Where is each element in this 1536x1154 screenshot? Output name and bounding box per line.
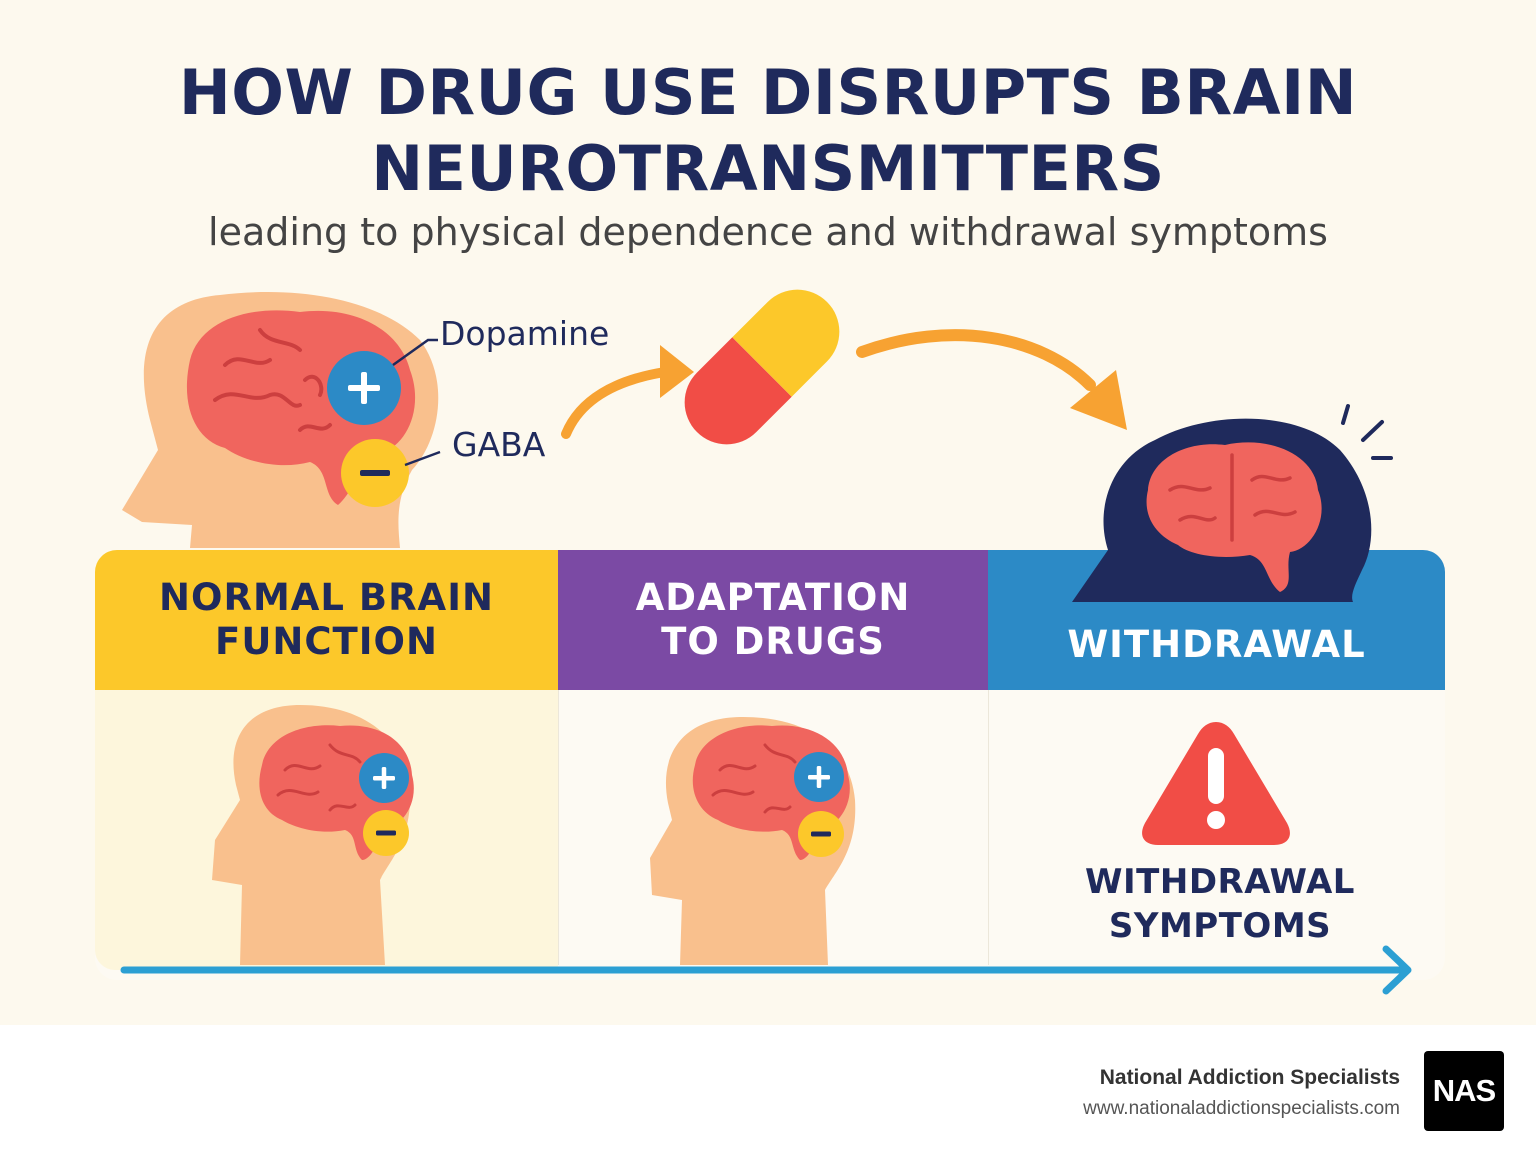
title-line-1: HOW DRUG USE DISRUPTS BRAIN: [178, 56, 1358, 129]
withdrawal-symptoms-label: WITHDRAWAL SYMPTOMS: [1000, 860, 1440, 948]
plus-icon: [327, 351, 401, 425]
symptoms-line-1: WITHDRAWAL: [1085, 862, 1355, 902]
column-divider: [558, 690, 559, 965]
stage-adaptation-to-drugs: ADAPTATION TO DRUGS: [558, 550, 988, 690]
stage-2-line-1: ADAPTATION: [635, 576, 911, 619]
stage-1-line-1: NORMAL BRAIN: [159, 576, 494, 619]
arrow-icon: [561, 345, 694, 439]
org-name: National Addiction Specialists: [1099, 1066, 1400, 1089]
footer: [0, 1025, 1536, 1154]
warning-icon: [1142, 722, 1290, 845]
plus-icon: [794, 752, 844, 802]
brain-icon: [1146, 442, 1322, 592]
dopamine-label: Dopamine: [440, 314, 610, 353]
column-divider: [988, 690, 989, 965]
minus-icon: [341, 439, 409, 507]
symptoms-line-2: SYMPTOMS: [1108, 906, 1332, 946]
illustrations: [120, 289, 1412, 995]
dopamine-connector: [392, 338, 438, 367]
minus-icon: [798, 811, 844, 857]
stage-1-line-2: FUNCTION: [215, 620, 438, 663]
plus-icon: [359, 753, 409, 803]
title-line-2: NEUROTRANSMITTERS: [371, 132, 1165, 205]
page-subtitle: leading to physical dependence and withd…: [208, 210, 1328, 254]
stage-2-line-2: TO DRUGS: [661, 620, 885, 663]
pill-icon: [684, 289, 840, 445]
stage-3-line-1: WITHDRAWAL: [1067, 623, 1366, 666]
shock-lines-icon: [1341, 404, 1393, 460]
timeline-arrow-icon: [120, 945, 1412, 995]
gaba-connector: [404, 450, 441, 467]
gaba-label: GABA: [452, 425, 546, 464]
page-title: HOW DRUG USE DISRUPTS BRAIN NEUROTRANSMI…: [0, 55, 1536, 207]
arrow-icon: [856, 329, 1127, 430]
org-url: www.nationaladdictionspecialists.com: [1083, 1098, 1400, 1119]
stage-normal-brain-function: NORMAL BRAIN FUNCTION: [95, 550, 558, 690]
minus-icon: [363, 810, 409, 856]
nas-logo: NAS: [1424, 1051, 1504, 1131]
